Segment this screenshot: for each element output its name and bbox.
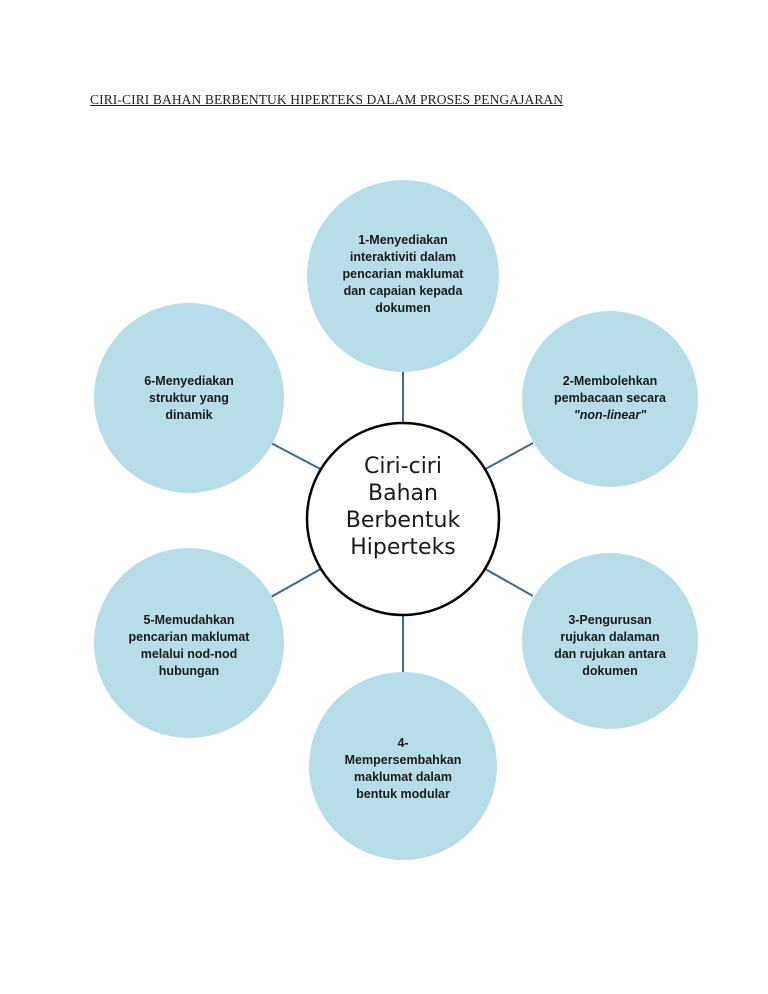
node-5-line: melalui nod-nod (140, 647, 238, 661)
node-5-line: 5-Memudahkan (143, 613, 235, 627)
node-2-line: 2-Membolehkan (562, 374, 658, 388)
node-circle-1 (307, 180, 499, 372)
node-1-label: 1-Menyediakan interaktiviti dalam pencar… (323, 232, 483, 317)
node-3-line: dokumen (582, 664, 638, 678)
node-2-label: 2-Membolehkan pembacaan secara "non-line… (535, 373, 685, 424)
node-5-label: 5-Memudahkan pencarian maklumat melalui … (109, 612, 269, 680)
connector-node-6 (270, 442, 327, 473)
node-4-line: 4- (397, 736, 409, 750)
node-4-label: 4- Mempersembahkan maklumat dalam bentuk… (323, 735, 483, 803)
center-line: Ciri-ciri (364, 454, 442, 479)
node-6-label: 6-Menyediakan struktur yang dinamik (114, 373, 264, 424)
node-6-line: 6-Menyediakan (144, 374, 234, 388)
center-label: Ciri-ciri Bahan Berbentuk Hiperteks (313, 453, 493, 561)
node-1-line: pencarian maklumat (342, 267, 464, 281)
node-circle-6 (94, 303, 284, 493)
node-1-line: dan capaian kepada (343, 284, 463, 298)
node-2-line: pembacaan secara (554, 391, 666, 405)
node-3-line: rujukan dalaman (560, 630, 660, 644)
node-circle-2 (522, 311, 698, 487)
node-6-line: struktur yang (149, 391, 229, 405)
node-2-emphasis: "non-linear" (573, 408, 647, 422)
connector-node-2 (479, 442, 534, 473)
node-5-line: pencarian maklumat (128, 630, 250, 644)
node-3-line: 3-Pengurusan (568, 613, 652, 627)
node-6-line: dinamik (165, 408, 213, 422)
connectors (270, 371, 534, 674)
node-circle-3 (522, 553, 698, 729)
document-title: CIRI-CIRI BAHAN BERBENTUK HIPERTEKS DALA… (90, 92, 564, 107)
node-3-line: dan rujukan antara (554, 647, 666, 661)
node-4-line: maklumat dalam (354, 770, 452, 784)
center-line: Hiperteks (350, 535, 456, 560)
connector-node-3 (479, 565, 534, 597)
center-line: Berbentuk (345, 508, 461, 533)
node-4-line: bentuk modular (356, 787, 450, 801)
node-1-line: 1-Menyediakan (358, 233, 448, 247)
node-4-line: Mempersembahkan (344, 753, 462, 767)
node-3-label: 3-Pengurusan rujukan dalaman dan rujukan… (530, 612, 690, 680)
center-circle (305, 421, 501, 617)
node-1-line: dokumen (375, 301, 431, 315)
connector-node-5 (270, 565, 327, 598)
center-line: Bahan (368, 481, 438, 506)
node-circle-4 (309, 672, 497, 860)
node-1-line: interaktiviti dalam (349, 250, 457, 264)
node-circle-5 (94, 548, 284, 738)
nodes (94, 180, 698, 860)
node-5-line: hubungan (158, 664, 220, 678)
